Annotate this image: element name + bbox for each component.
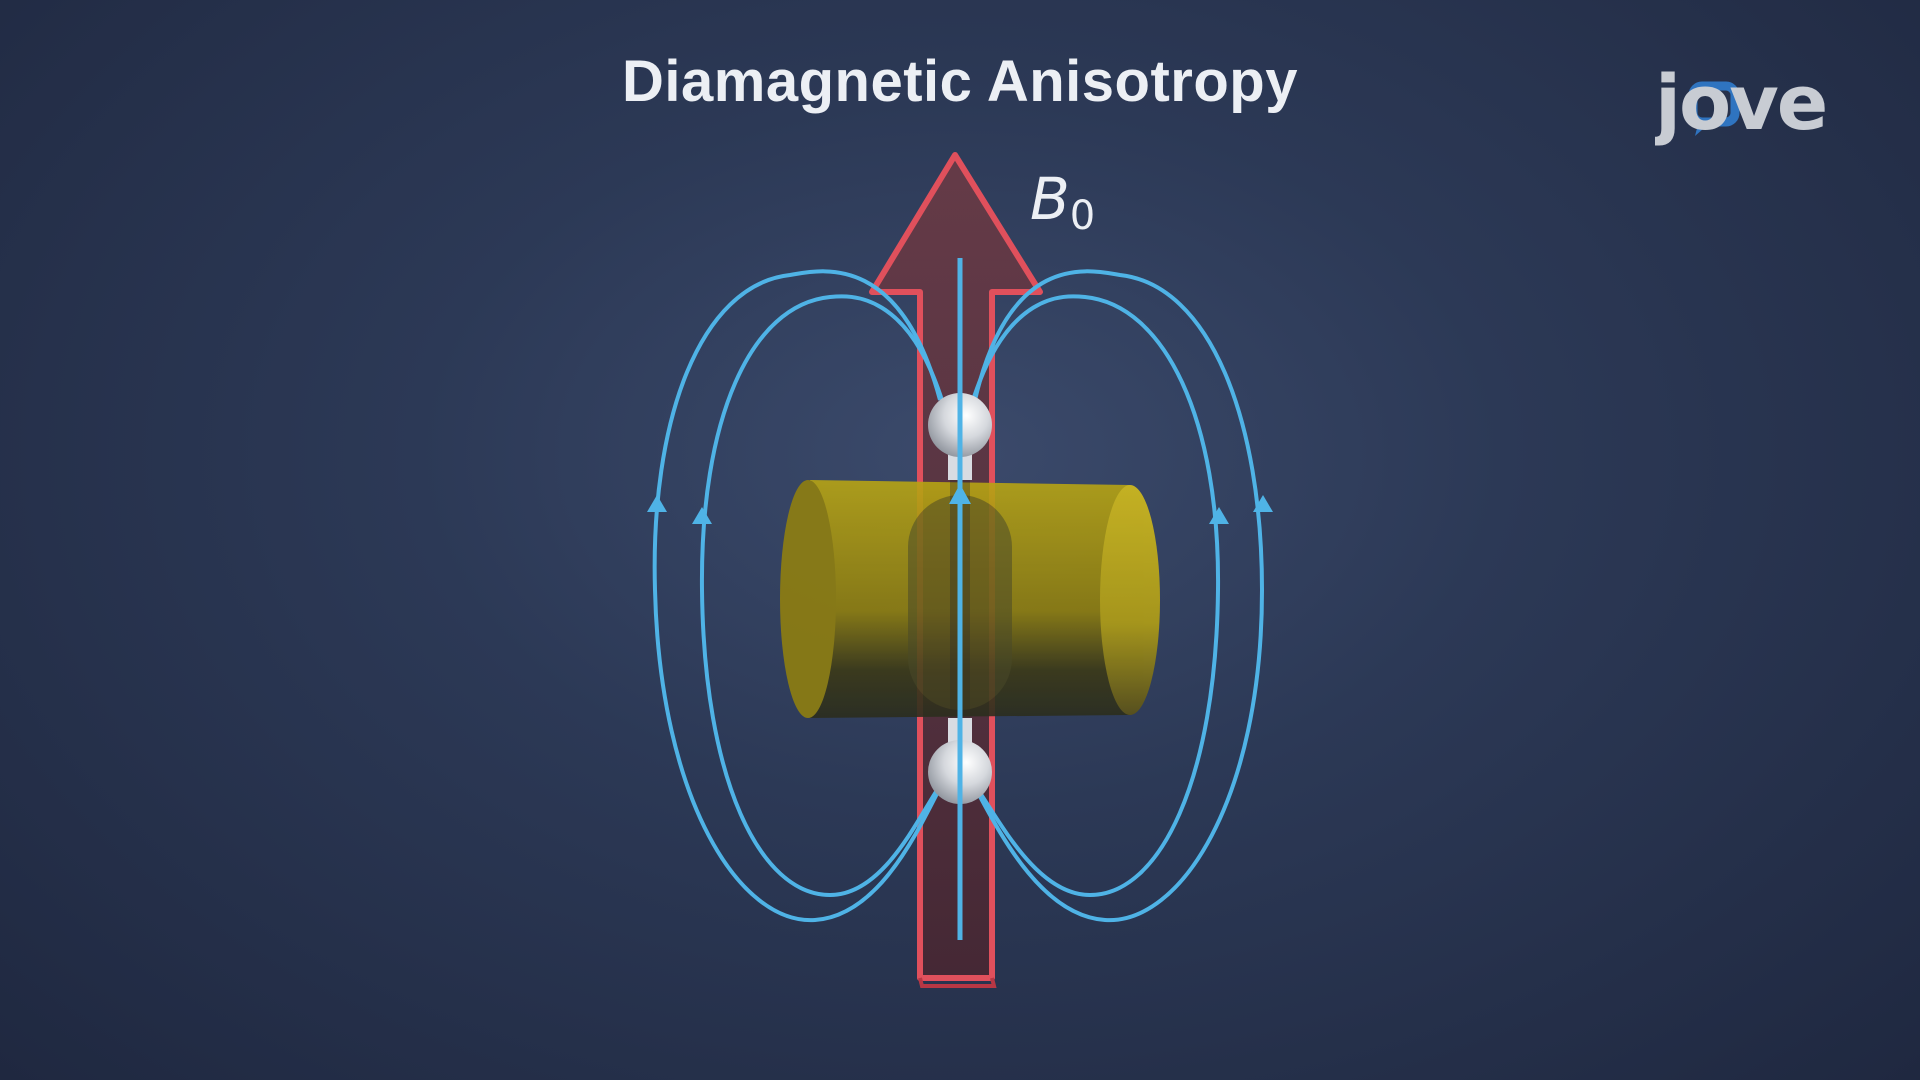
field-line-outer-left bbox=[652, 269, 952, 923]
field-line-outer-right bbox=[963, 269, 1265, 923]
arrowhead-inner-left-icon bbox=[692, 507, 712, 524]
field-line-inner-right bbox=[965, 294, 1221, 898]
page-title: Diamagnetic Anisotropy bbox=[622, 49, 1298, 114]
field-line-inner-left bbox=[699, 294, 950, 898]
axis-arrowhead-icon bbox=[949, 484, 971, 504]
arrowhead-inner-right-icon bbox=[1209, 507, 1229, 524]
jove-logo-icon bbox=[1688, 81, 1740, 136]
jove-logo: jove bbox=[1655, 58, 1845, 148]
arrowhead-outer-right-icon bbox=[1253, 495, 1273, 512]
electron-cloud-cylinder bbox=[780, 480, 1160, 730]
arrowhead-outer-left-icon bbox=[647, 495, 667, 512]
b0-field-label: B0 bbox=[1030, 165, 1096, 239]
